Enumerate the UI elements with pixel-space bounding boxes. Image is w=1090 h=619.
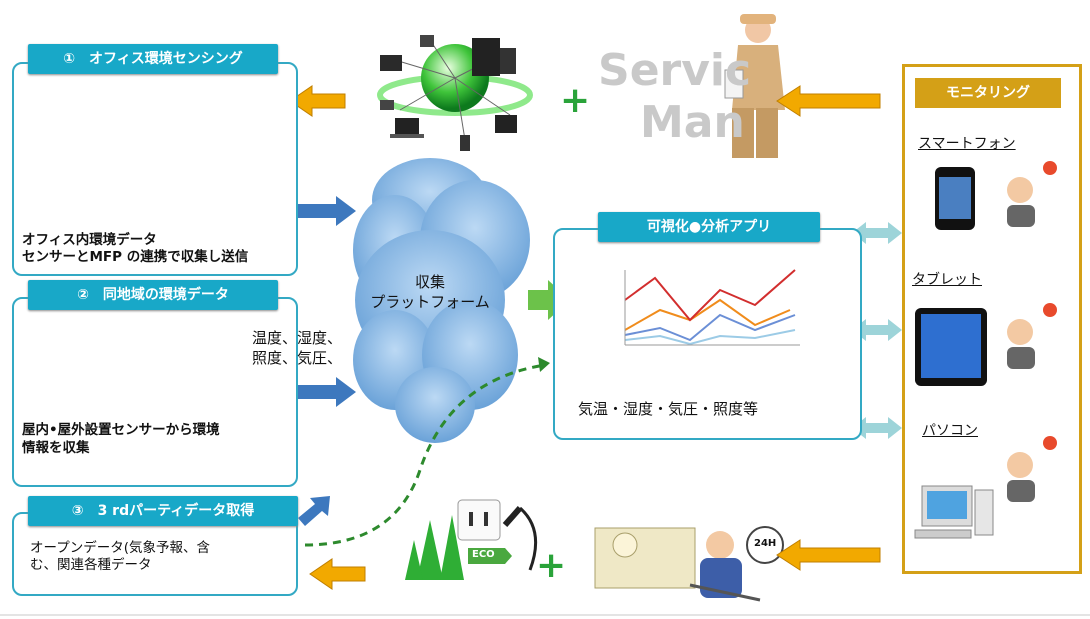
third-party-panel xyxy=(12,512,298,596)
tree-icon xyxy=(405,515,464,580)
metrics-line1: 温度、湿度、 xyxy=(252,329,343,347)
analytics-app-header: 可視化●分析アプリ xyxy=(598,212,820,242)
pc-icon xyxy=(914,485,994,539)
tablet-icon xyxy=(915,308,987,386)
clock-icon xyxy=(746,526,784,564)
plus-sign-eco: + xyxy=(536,545,567,586)
collection-platform-cloud xyxy=(353,158,530,443)
service-man-text: Servic Man xyxy=(598,45,751,149)
regional-data-line1: 屋内•屋外設置センサーから環境 xyxy=(22,422,220,438)
office-sensing-line1: オフィス内環境データ xyxy=(22,232,157,248)
office-sensing-panel xyxy=(12,62,298,276)
clock-label: 24H xyxy=(754,538,777,549)
service-man-figure xyxy=(724,14,785,158)
third-party-data-flow xyxy=(304,363,546,547)
monitoring-header: モニタリング xyxy=(915,78,1061,108)
eco-text: ECO xyxy=(472,549,495,560)
maintenance-worker-icon xyxy=(594,526,784,602)
power-outlet-icon xyxy=(457,499,538,571)
office-sensing-line2: センサーとMFP の連携で収集し送信 xyxy=(22,249,249,265)
flow-arrow-green xyxy=(528,280,570,320)
flow-arrow-blue xyxy=(296,196,356,526)
sync-arrow xyxy=(852,222,902,439)
platform-line1: 収集 xyxy=(414,273,445,291)
device-label-smartphone: スマートフォン xyxy=(918,136,1016,152)
monitoring-panel xyxy=(902,64,1082,574)
third-party-line1: オープンデータ(気象予報、含 xyxy=(30,540,210,556)
metrics-line2: 照度、気圧、 xyxy=(252,349,343,367)
regional-data-header: ② 同地域の環境データ xyxy=(28,280,278,310)
third-party-data-arrowhead xyxy=(538,357,550,372)
service-man-line2: Man xyxy=(640,97,745,148)
plus-sign: + xyxy=(560,80,591,121)
consultant-person-icon xyxy=(1007,161,1057,502)
app-caption: 気温・湿度・気圧・照度等 xyxy=(578,400,759,418)
office-sensing-header: ① オフィス環境センシング xyxy=(28,44,278,74)
bottom-divider xyxy=(0,614,1090,616)
device-label-pc: パソコン xyxy=(922,423,978,439)
platform-label: 収集 プラットフォーム xyxy=(345,272,515,312)
device-label-tablet: タブレット xyxy=(912,272,982,288)
third-party-line2: む、関連各種データ xyxy=(30,557,152,573)
analytics-app-panel xyxy=(553,228,862,440)
smartphone-icon xyxy=(935,167,975,230)
service-man-line1: Servic xyxy=(598,45,752,96)
platform-line2: プラットフォーム xyxy=(370,293,490,311)
flow-arrow-orange xyxy=(289,85,881,590)
regional-data-line2: 情報を収集 xyxy=(22,440,90,456)
globe-network-icon xyxy=(377,35,533,151)
eco-tag xyxy=(468,548,512,564)
third-party-header: ③ 3 rdパーティデータ取得 xyxy=(28,496,298,526)
